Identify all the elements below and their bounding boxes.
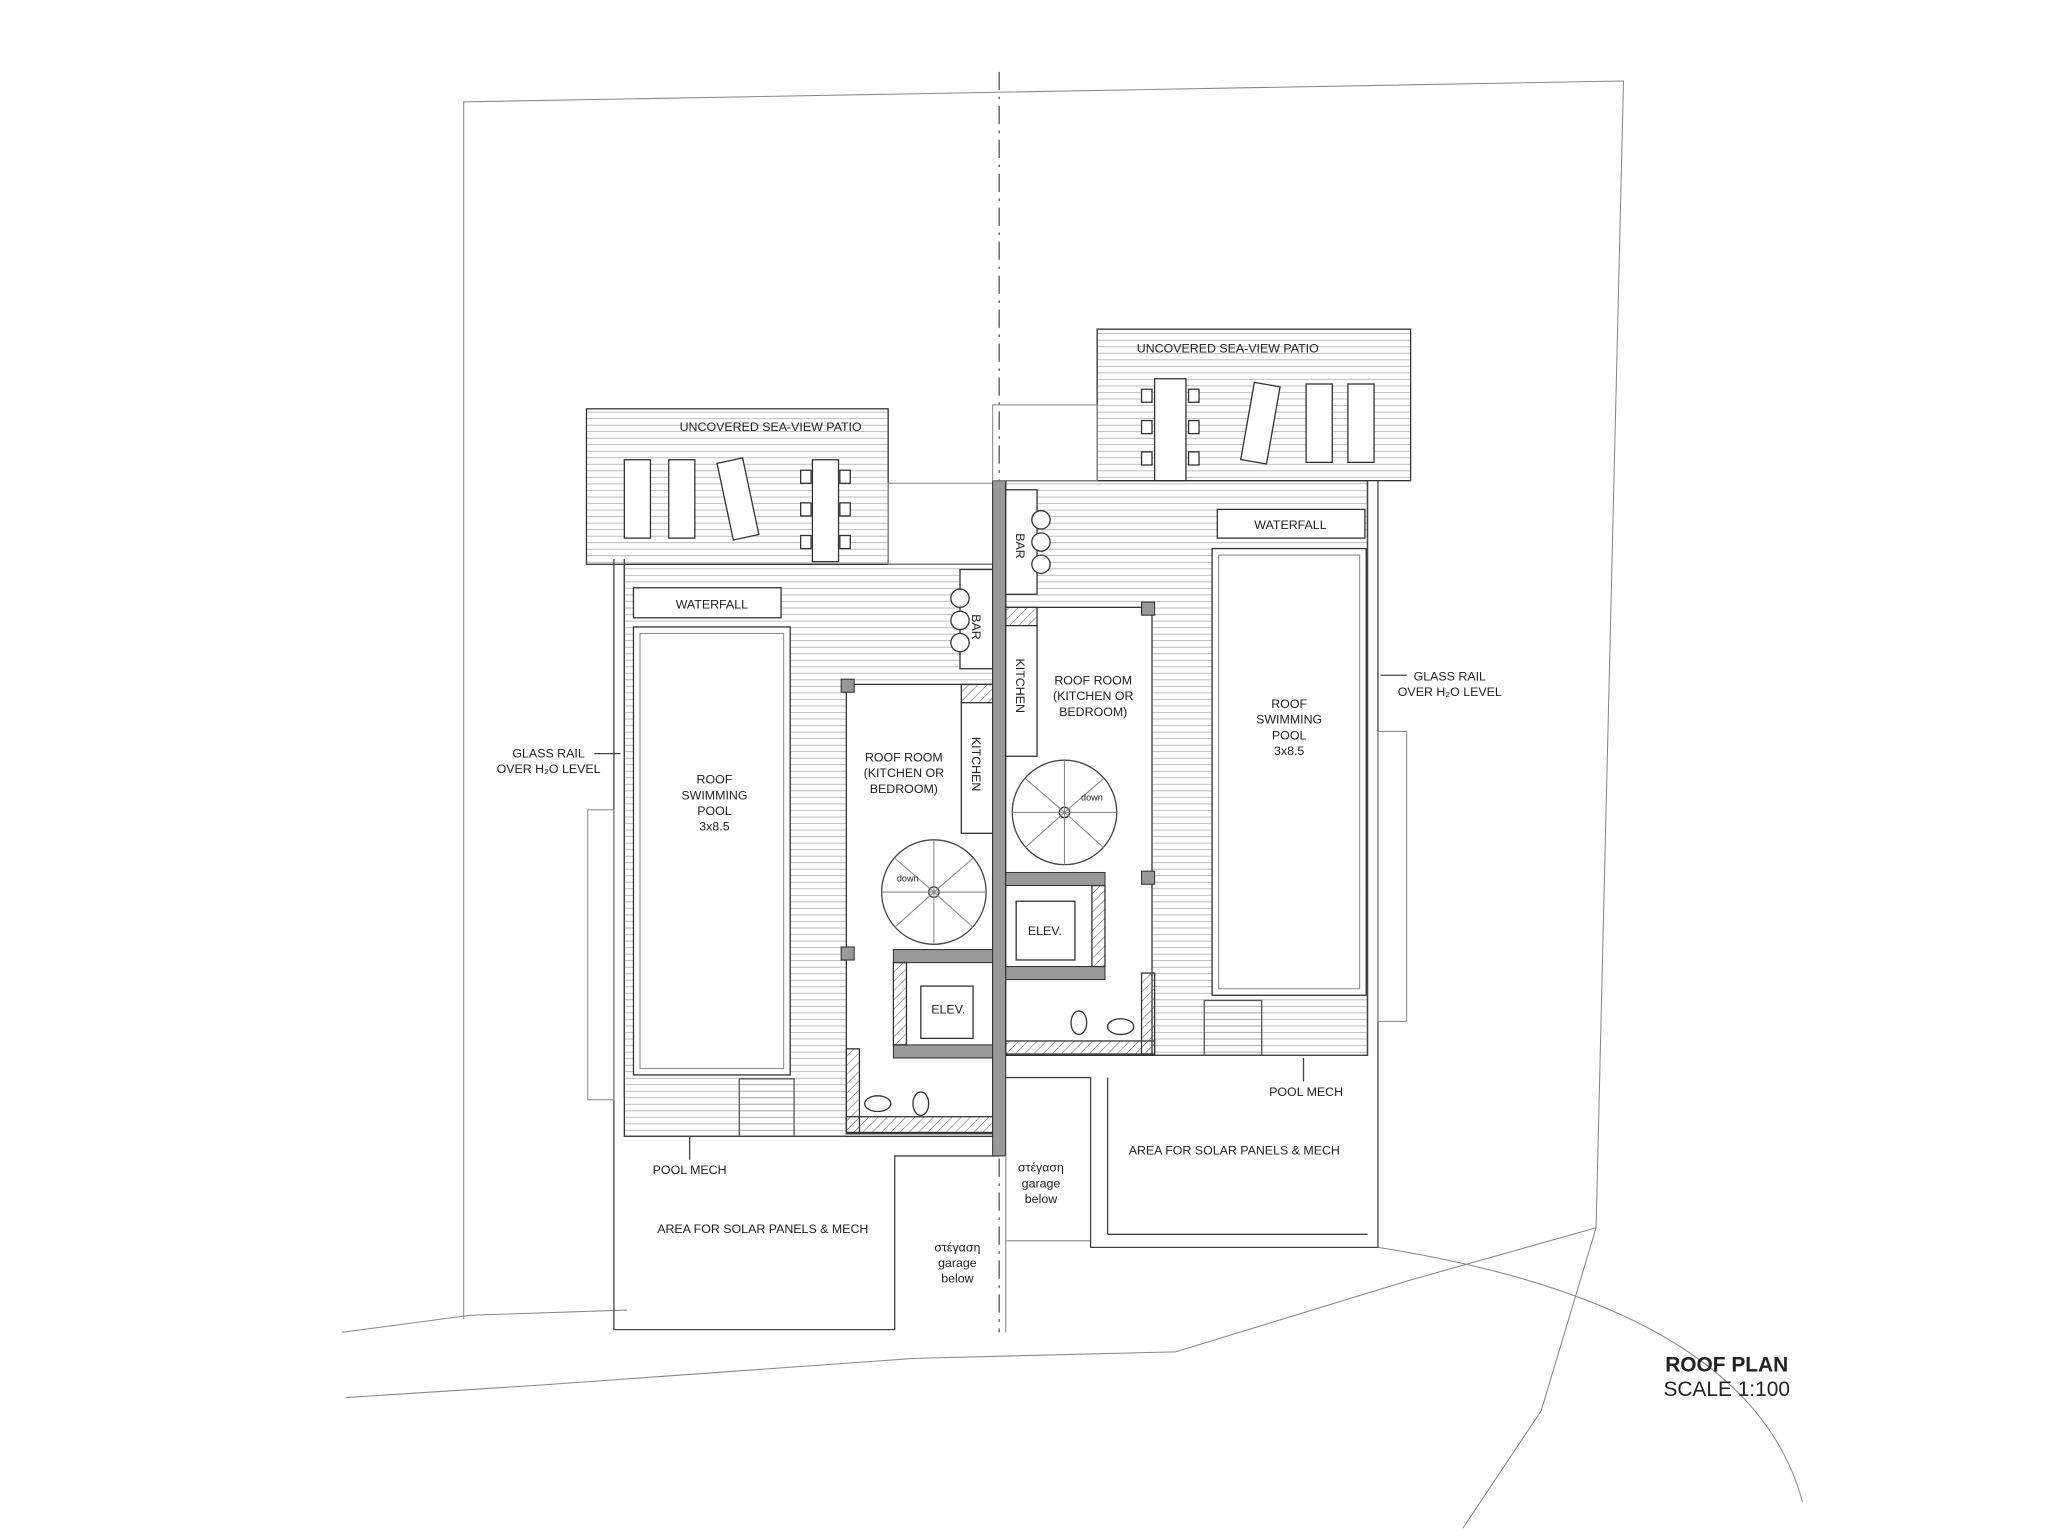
dining-table [1153, 378, 1187, 482]
right-pool-label: ROOF [1271, 697, 1307, 711]
right-roof-room-label: (KITCHEN OR [1053, 689, 1134, 703]
right-garage-label: στέγαση [1018, 1161, 1064, 1175]
right-spiral-stair: down [1011, 759, 1118, 866]
right-waterfall [1216, 508, 1366, 539]
sunbed [716, 457, 760, 541]
left-pool-mech-label: POOL MECH [653, 1163, 727, 1177]
left-roof-room-label: (KITCHEN OR [864, 766, 945, 780]
left-stair-label: down [897, 874, 919, 884]
right-roof-room-label: ROOF ROOM [1054, 673, 1132, 687]
party-wall [992, 480, 1007, 1157]
left-spiral-stair: down [880, 839, 987, 945]
site-boundary [342, 71, 1803, 1529]
right-garage-label: below [1025, 1192, 1057, 1206]
left-bar-label: BAR [969, 614, 983, 640]
sunbed [1305, 383, 1333, 464]
left-garage-label: στέγαση [934, 1240, 980, 1254]
right-pool-label: POOL [1272, 728, 1307, 742]
left-roof-room-label: ROOF ROOM [865, 750, 943, 764]
right-stair-label: down [1081, 793, 1103, 803]
drawing-title: ROOF PLAN [1665, 1353, 1788, 1376]
sunbed [1347, 383, 1375, 464]
drawing-scale: SCALE 1:100 [1663, 1378, 1790, 1401]
right-roof-room-label: BEDROOM) [1059, 705, 1127, 719]
right-patio-label: UNCOVERED SEA-VIEW PATIO [1137, 342, 1319, 356]
left-garage-label: below [941, 1272, 973, 1286]
right-solar-label: AREA FOR SOLAR PANELS & MECH [1129, 1144, 1340, 1158]
right-garage-label: garage [1022, 1176, 1061, 1190]
left-waterfall-label: WATERFALL [676, 598, 748, 612]
left-elevator [920, 985, 974, 1040]
right-pool-label: 3x8.5 [1274, 744, 1304, 758]
right-unit: UNCOVERED SEA-VIEW PATIO WATERFALL ROOF … [992, 328, 1502, 1248]
sunbed [668, 459, 696, 539]
right-pool-mech-label: POOL MECH [1269, 1085, 1343, 1099]
right-elevator-label: ELEV. [1028, 924, 1062, 938]
right-bar-label: BAR [1013, 533, 1027, 559]
right-pool-label: SWIMMING [1256, 713, 1322, 727]
dining-table [811, 459, 840, 563]
left-pool-label: POOL [697, 804, 732, 818]
left-elevator-label: ELEV. [931, 1003, 965, 1017]
right-pool [1211, 547, 1367, 996]
left-solar-label: AREA FOR SOLAR PANELS & MECH [657, 1222, 868, 1236]
left-unit: UNCOVERED SEA-VIEW PATIO WATERFALL ROOF … [497, 408, 1000, 1331]
left-roof-room-label: BEDROOM) [870, 782, 938, 796]
right-glass-rail-label: OVER H₂O LEVEL [1398, 685, 1502, 699]
left-patio-label: UNCOVERED SEA-VIEW PATIO [680, 420, 862, 434]
right-kitchen-label: KITCHEN [1013, 659, 1027, 713]
right-waterfall-label: WATERFALL [1254, 518, 1326, 532]
sunbed [623, 459, 652, 539]
right-glass-rail-label: GLASS RAIL [1414, 669, 1486, 683]
sunbed [1239, 381, 1281, 465]
left-waterfall [632, 587, 782, 619]
right-kitchen [1005, 624, 1038, 757]
left-glass-rail-label: OVER H₂O LEVEL [497, 762, 601, 776]
left-pool [632, 626, 791, 1076]
left-pool-label: SWIMMING [681, 788, 747, 802]
left-pool-label: ROOF [697, 773, 733, 787]
left-glass-rail-label: GLASS RAIL [512, 747, 584, 761]
left-pool-label: 3x8.5 [699, 820, 729, 834]
left-kitchen-label: KITCHEN [969, 737, 983, 791]
right-elevator [1015, 900, 1076, 961]
left-kitchen [960, 702, 994, 834]
left-garage-label: garage [938, 1256, 977, 1270]
